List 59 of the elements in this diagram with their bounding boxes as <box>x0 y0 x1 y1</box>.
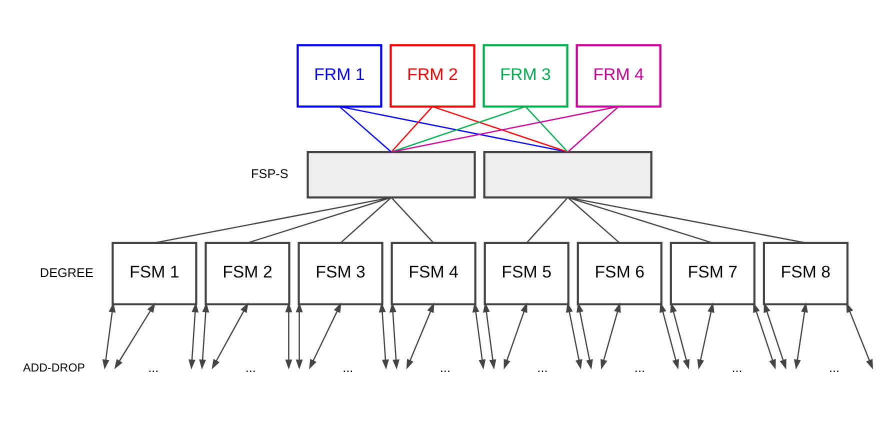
connector <box>567 196 620 243</box>
label: DEGREE <box>40 265 94 280</box>
arrow <box>566 302 582 370</box>
node-box: FSM 2 <box>204 241 290 305</box>
node-box: FRM 4 <box>576 44 662 108</box>
node-box: FSM 7 <box>670 241 756 305</box>
connector <box>390 106 433 152</box>
node-box: FRM 1 <box>296 44 382 108</box>
arrow <box>794 302 808 370</box>
node-box: FSM 3 <box>298 241 384 305</box>
label: ... <box>732 360 742 375</box>
node-box: FSM 6 <box>576 241 662 305</box>
node-box: FSM 5 <box>484 241 570 305</box>
node-box <box>306 150 476 198</box>
connector <box>567 106 619 152</box>
connector <box>391 105 526 152</box>
connector <box>247 196 392 244</box>
arrow <box>114 302 156 369</box>
node-box: FSM 4 <box>390 241 476 305</box>
connector <box>525 106 568 152</box>
arrow <box>102 302 116 370</box>
arrow <box>378 302 389 370</box>
arrow <box>212 302 248 369</box>
connector <box>390 196 434 243</box>
arrow <box>296 302 303 370</box>
node-box <box>483 150 652 198</box>
connector <box>154 196 392 244</box>
label: ... <box>537 360 548 375</box>
node-box: FRM 3 <box>482 44 568 108</box>
arrow <box>472 302 486 370</box>
node-box: FRM 2 <box>390 44 476 108</box>
arrow <box>285 302 292 370</box>
arrow <box>600 302 621 369</box>
arrow <box>697 302 714 370</box>
connector <box>568 196 806 244</box>
node-box: FSM 8 <box>762 241 849 305</box>
label: FSP-S <box>251 166 288 181</box>
label: ADD-DROP <box>23 361 85 374</box>
arrow <box>504 302 528 369</box>
label: ... <box>634 360 645 375</box>
label: ... <box>440 360 450 375</box>
label: ... <box>148 360 159 375</box>
arrow <box>846 302 873 369</box>
arrow <box>309 302 342 369</box>
arrow <box>753 302 776 369</box>
node-box: FSM 1 <box>112 241 198 305</box>
connector <box>340 196 392 243</box>
arrow <box>406 302 434 369</box>
connector <box>432 105 568 152</box>
arrow <box>660 302 680 369</box>
connector <box>391 105 619 152</box>
arrow <box>199 302 210 370</box>
label: ... <box>245 360 256 375</box>
connector <box>339 105 568 152</box>
connector <box>339 106 392 152</box>
label: ... <box>828 360 840 375</box>
connector <box>568 196 713 244</box>
connector <box>526 196 568 243</box>
label: ... <box>342 360 354 375</box>
